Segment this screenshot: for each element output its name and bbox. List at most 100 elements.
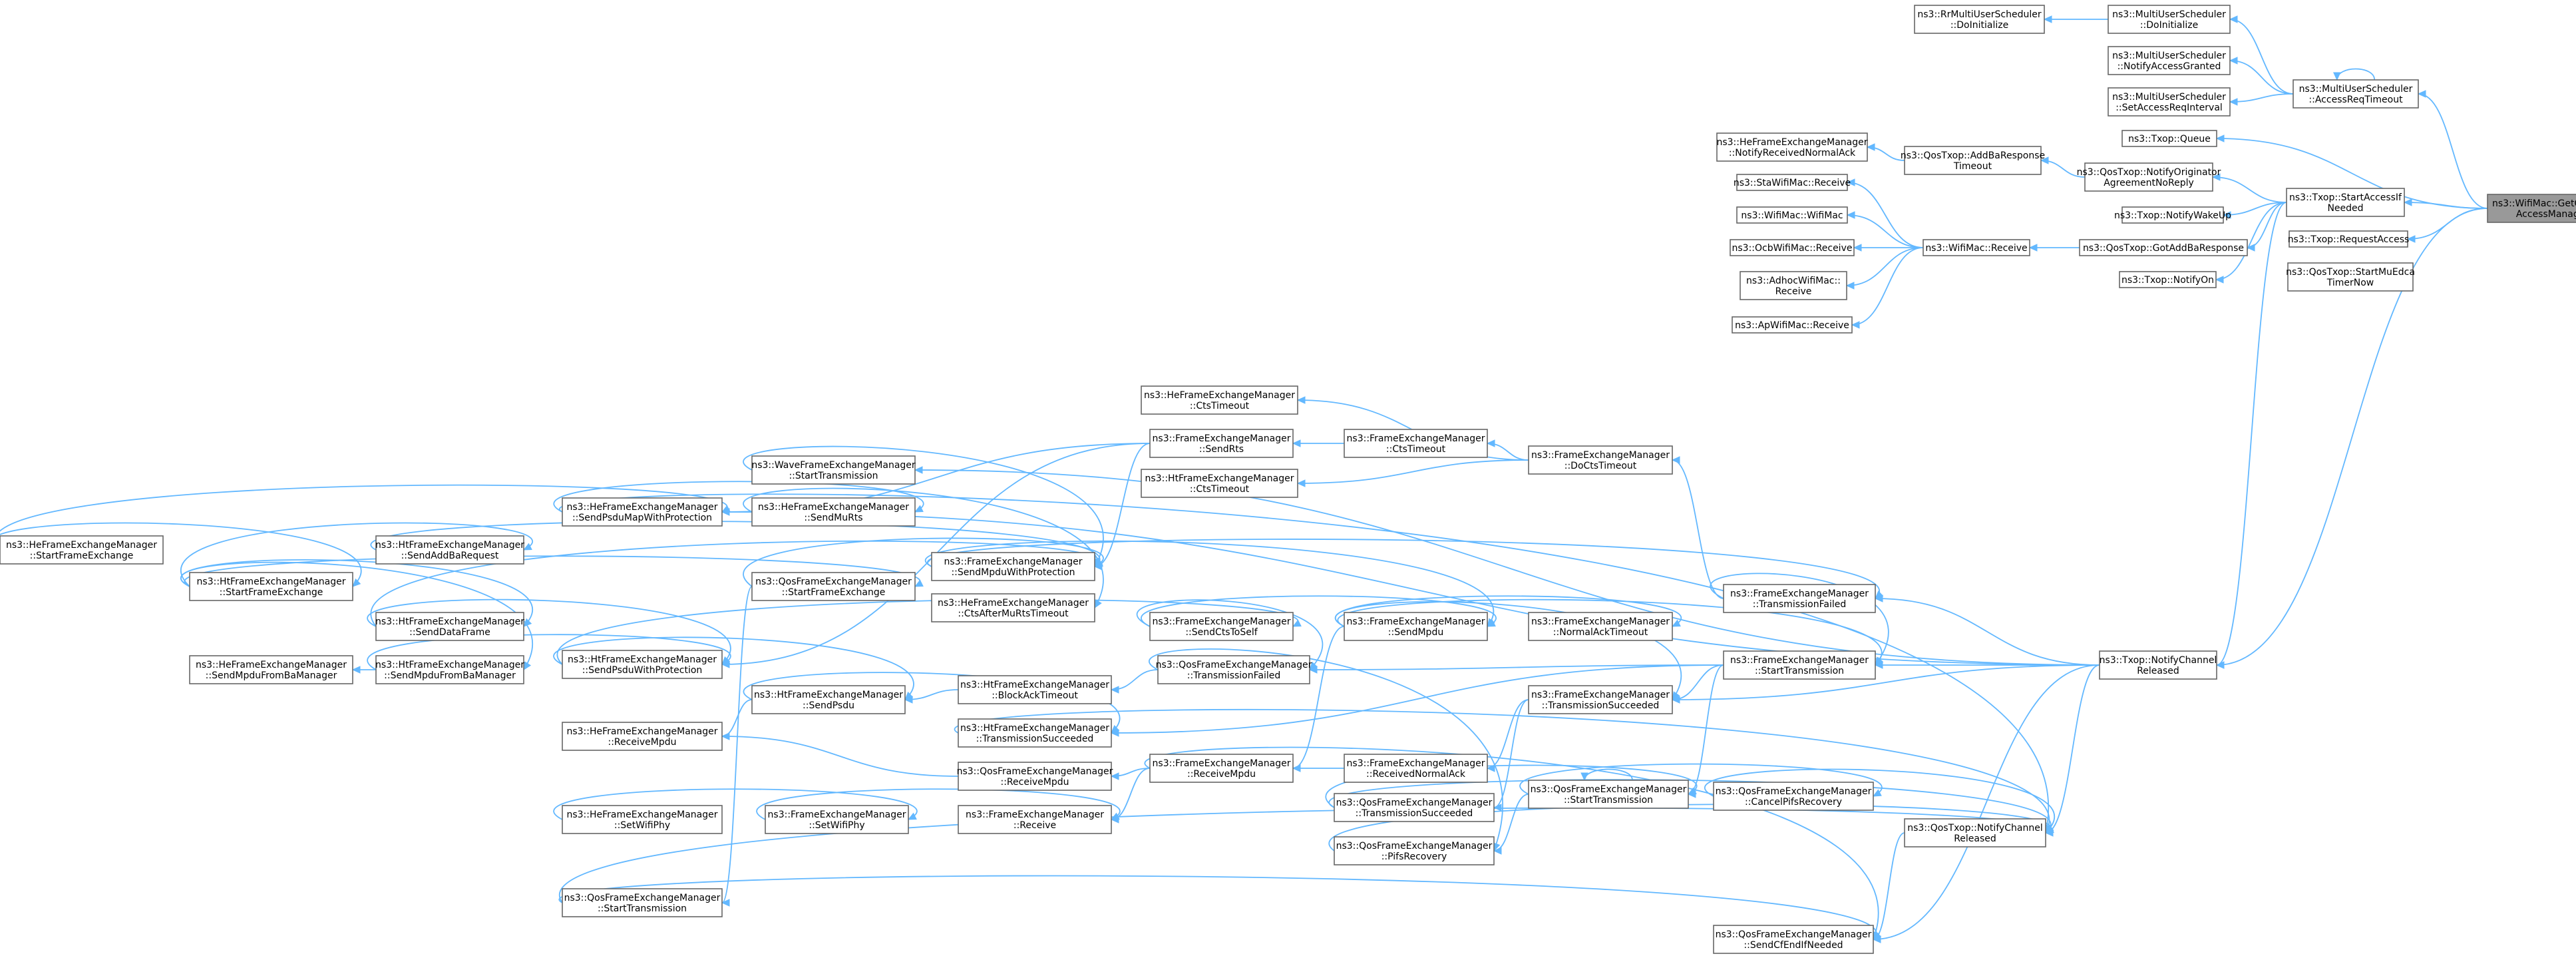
node-wavefem-starttx[interactable]: ns3::WaveFrameExchangeManager::StartTran… [751, 455, 916, 485]
node-fem-docts[interactable]: ns3::FrameExchangeManager::DoCtsTimeout [1528, 445, 1673, 475]
edge-apwifimac-recv-to-wifimac-recv [1851, 247, 1924, 326]
node-txop-notifyon[interactable]: ns3::Txop::NotifyOn [2119, 271, 2217, 288]
node-fem-starttx[interactable]: ns3::FrameExchangeManager::StartTransmis… [1723, 650, 1876, 680]
node-box [931, 552, 1095, 581]
node-fem-txsucceeded[interactable]: ns3::FrameExchangeManager::TransmissionS… [1528, 685, 1673, 714]
edge-arrowhead [2229, 98, 2238, 106]
node-htfem-senddataframe[interactable]: ns3::HtFrameExchangeManager::SendDataFra… [375, 612, 524, 641]
edge-qosfem-starttx-to-qosfem-txsucceeded [1325, 764, 1698, 808]
node-he-notifyrecvnormalack[interactable]: ns3::HeFrameExchangeManager::NotifyRecei… [1716, 132, 1868, 162]
node-label: ns3::HeFrameExchangeManager [1144, 390, 1295, 401]
node-hefem-receivempdu[interactable]: ns3::HeFrameExchangeManager::ReceiveMpdu [562, 722, 723, 751]
node-box [1716, 132, 1868, 162]
node-fem-receive[interactable]: ns3::FrameExchangeManager::Receive [958, 805, 1112, 834]
node-qosfem-txsucceeded[interactable]: ns3::QosFrameExchangeManager::Transmissi… [1334, 793, 1495, 822]
node-htfem-ctstimeout[interactable]: ns3::HtFrameExchangeManager::CtsTimeout [1141, 469, 1298, 498]
node-label: ::BlockAckTimeout [992, 690, 1078, 701]
node-label: ns3::StaWifiMac::Receive [1734, 178, 1851, 188]
node-htfem-sendmpdufromba[interactable]: ns3::HtFrameExchangeManager::SendMpduFro… [375, 655, 524, 684]
node-apwifimac-recv[interactable]: ns3::ApWifiMac::Receive [1732, 316, 1853, 334]
node-qosfem-starttx[interactable]: ns3::QosFrameExchangeManager::StartTrans… [1528, 780, 1689, 809]
edge-htfem-ctstimeout-to-fem-docts [1297, 459, 1529, 484]
node-hefem-ctstimeout[interactable]: ns3::HeFrameExchangeManager::CtsTimeout [1141, 385, 1298, 415]
node-getchannel[interactable]: ns3::WifiMac::GetChannelAccessManager [2487, 194, 2576, 223]
node-hefem-startfe[interactable]: ns3::HeFrameExchangeManager::StartFrameE… [0, 535, 164, 565]
node-hefem-sendmurts[interactable]: ns3::HeFrameExchangeManager::SendMuRts [751, 497, 916, 527]
node-label: Needed [2327, 203, 2363, 214]
edge-fem-sendmpduwp-to-fem-sendrts [1094, 443, 1151, 567]
node-fem-setwifiphy[interactable]: ns3::FrameExchangeManager::SetWifiPhy [765, 805, 909, 834]
node-label: ns3::HeFrameExchangeManager [938, 598, 1089, 608]
node-ocbwifimac-recv[interactable]: ns3::OcbWifiMac::Receive [1730, 239, 1855, 256]
edge-arrowhead [1846, 178, 1855, 186]
node-qostxop-gotaddba[interactable]: ns3::QosTxop::GotAddBaResponse [2079, 239, 2248, 256]
node-qosfem-receivempdu[interactable]: ns3::QosFrameExchangeManager::ReceiveMpd… [957, 762, 1113, 791]
edge-hefem-sendpsdumap-to-hefem-startfe [0, 484, 728, 550]
node-musched-doinit[interactable]: ns3::MultiUserScheduler::DoInitialize [2108, 5, 2231, 34]
node-hefem-setwifiphy[interactable]: ns3::HeFrameExchangeManager::SetWifiPhy [562, 805, 723, 834]
node-qosfem-cancelpifs[interactable]: ns3::QosFrameExchangeManager::CancelPifs… [1713, 782, 1874, 811]
node-label: ns3::WifiMac::GetChannel [2492, 198, 2576, 209]
edge-fem-sendmpduwp-to-htfem-sendaddba [370, 521, 1101, 567]
node-htfem-sendpsduwp[interactable]: ns3::HtFrameExchangeManager::SendPsduWit… [562, 650, 723, 679]
node-fem-sendrts[interactable]: ns3::FrameExchangeManager::SendRts [1149, 429, 1294, 458]
node-fem-recvnormalack[interactable]: ns3::FrameExchangeManager::ReceivedNorma… [1344, 754, 1488, 783]
node-label: ns3::QosTxop::StartMuEdca [2286, 267, 2415, 278]
node-qostxop-notifyorig[interactable]: ns3::QosTxop::NotifyOriginatorAgreementN… [2077, 162, 2221, 192]
node-qosfem-starttx2[interactable]: ns3::QosFrameExchangeManager::StartTrans… [562, 888, 723, 917]
node-htfem-sendaddba[interactable]: ns3::HtFrameExchangeManager::SendAddBaRe… [375, 535, 524, 565]
node-qosfem-pifsrecovery[interactable]: ns3::QosFrameExchangeManager::PifsRecove… [1334, 836, 1495, 865]
node-label: ns3::MultiUserScheduler [2112, 9, 2226, 20]
node-box [1730, 239, 1855, 256]
node-qosfem-sendcfend[interactable]: ns3::QosFrameExchangeManager::SendCfEndI… [1713, 925, 1874, 954]
node-label: ::SetWifiPhy [809, 820, 864, 831]
node-fem-normalackto[interactable]: ns3::FrameExchangeManager::NormalAckTime… [1528, 612, 1673, 641]
node-wifimac-ctor[interactable]: ns3::WifiMac::WifiMac [1736, 206, 1848, 224]
node-hefem-sendpsdumap[interactable]: ns3::HeFrameExchangeManager::SendPsduMap… [562, 497, 723, 527]
edge-txop-startaccess-to-getchannel [2404, 202, 2488, 209]
node-txop-requestaccess[interactable]: ns3::Txop::RequestAccess [2288, 230, 2410, 248]
node-label: ns3::FrameExchangeManager [1730, 655, 1869, 666]
node-box [765, 805, 909, 834]
node-label: ns3::ApWifiMac::Receive [1735, 320, 1849, 331]
node-hefem-ctsaftermurts[interactable]: ns3::HeFrameExchangeManager::CtsAfterMuR… [931, 593, 1095, 622]
node-wifimac-recv[interactable]: ns3::WifiMac::Receive [1923, 239, 2030, 256]
node-label: ::CancelPifsRecovery [1745, 797, 1842, 808]
node-musched-setari[interactable]: ns3::MultiUserScheduler::SetAccessReqInt… [2108, 87, 2231, 117]
node-htfem-startfe[interactable]: ns3::HtFrameExchangeManager::StartFrameE… [189, 572, 353, 601]
node-hefem-sendmpdufromba[interactable]: ns3::HeFrameExchangeManager::SendMpduFro… [189, 655, 353, 684]
node-label: ns3::HeFrameExchangeManager [566, 502, 717, 513]
edge-arrowhead [1851, 321, 1860, 329]
node-stawifimac-recv[interactable]: ns3::StaWifiMac::Receive [1734, 174, 1851, 191]
node-label: ns3::MultiUserScheduler [2112, 51, 2226, 61]
node-htfem-blockackto[interactable]: ns3::HtFrameExchangeManager::BlockAckTim… [958, 675, 1112, 704]
node-qosfem-startfe[interactable]: ns3::QosFrameExchangeManager::StartFrame… [751, 572, 916, 601]
node-txop-notifywakeup[interactable]: ns3::Txop::NotifyWakeUp [2114, 206, 2231, 224]
node-adhoc-recv[interactable]: ns3::AdhocWifiMac::Receive [1740, 271, 1847, 300]
node-box [375, 612, 524, 641]
node-box [2084, 162, 2213, 192]
node-htfem-txsucceeded[interactable]: ns3::HtFrameExchangeManager::Transmissio… [958, 718, 1112, 748]
node-fem-sendmpduwp[interactable]: ns3::FrameExchangeManager::SendMpduWithP… [931, 552, 1095, 581]
node-fem-receivempdu[interactable]: ns3::FrameExchangeManager::ReceiveMpdu [1149, 754, 1294, 783]
node-qosfem-txfailed[interactable]: ns3::QosFrameExchangeManager::Transmissi… [1156, 655, 1312, 684]
node-txop-queue[interactable]: ns3::Txop::Queue [2121, 130, 2217, 147]
node-box [1334, 793, 1495, 822]
node-fem-ctstimeout[interactable]: ns3::FrameExchangeManager::CtsTimeout [1344, 429, 1488, 458]
node-musched-notifyag[interactable]: ns3::MultiUserScheduler::NotifyAccessGra… [2108, 46, 2231, 75]
node-musched-arto[interactable]: ns3::MultiUserScheduler::AccessReqTimeou… [2293, 79, 2419, 109]
node-label: ns3::QosFrameExchangeManager [1156, 660, 1312, 670]
node-fem-txfailed[interactable]: ns3::FrameExchangeManager::TransmissionF… [1723, 584, 1876, 613]
node-rrmusched-doinit[interactable]: ns3::RrMultiUserScheduler::DoInitialize [1914, 5, 2045, 34]
edge-qostxop-notifychreleased-to-hefem-sendpsdumap [559, 493, 2049, 834]
node-fem-sendctstoself[interactable]: ns3::FrameExchangeManager::SendCtsToSelf [1149, 612, 1294, 641]
node-box [751, 455, 916, 485]
node-label: ns3::Txop::RequestAccess [2288, 234, 2410, 245]
node-fem-sendmpdu[interactable]: ns3::FrameExchangeManager::SendMpdu [1344, 612, 1488, 641]
node-htfem-sendpsdu[interactable]: ns3::HtFrameExchangeManager::SendPsdu [751, 685, 906, 714]
